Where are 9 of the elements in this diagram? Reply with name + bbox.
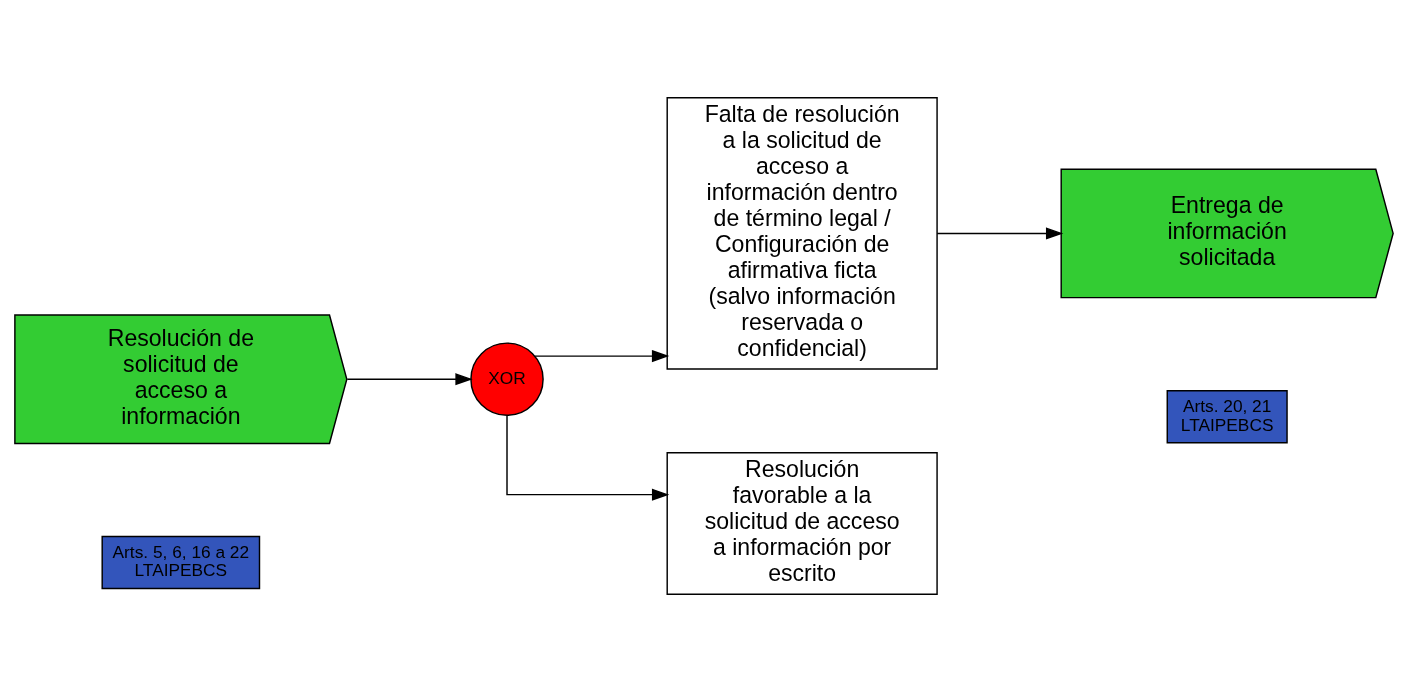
node-circle: XOR — [470, 341, 544, 416]
node-box: Arts. 5, 6, 16 a 22 LTAIPEBCS — [101, 535, 261, 589]
arrow — [506, 414, 670, 501]
node-box: Resolución favorable a la solicitud de acceso a información por escrito — [666, 451, 938, 595]
arrow — [534, 349, 670, 362]
node-box: Arts. 20, 21 LTAIPEBCS — [1166, 389, 1288, 443]
arrow — [346, 372, 473, 385]
node-box: Falta de resolución a la solicitud de acceso a información dentro de término legal / Configuración de afirmativa ficta (salvo información reservada o confidencial) — [666, 96, 938, 370]
arrow — [936, 226, 1064, 239]
